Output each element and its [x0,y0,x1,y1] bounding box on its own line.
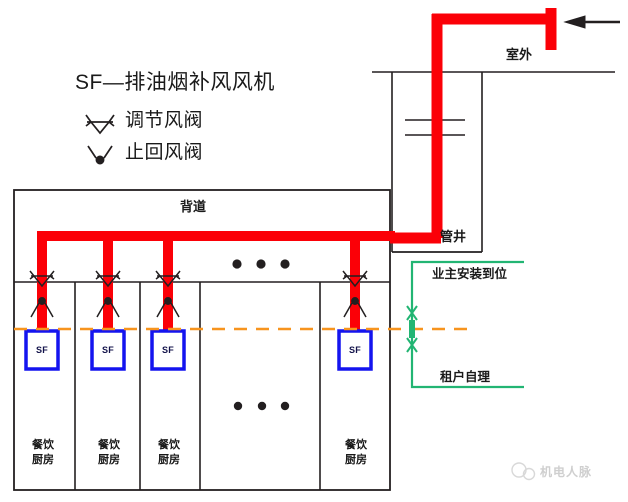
room-label-5: 餐饮厨房 [345,439,367,466]
room-label-1: 餐饮厨房 [32,439,54,466]
ellipsis-dot [232,259,242,269]
watermark-logo-icon [511,462,536,481]
fan-box-4 [337,329,373,371]
outdoor-air-arrow [563,15,620,29]
fan-box-1 [24,329,60,371]
damper-icon-3 [155,270,181,288]
arrow-head [563,15,586,29]
room-label-2: 餐饮厨房 [98,439,120,466]
label-owner-scope: 业主安装到位 [432,267,508,281]
legend-item-damper-label: 调节风阀 [125,110,204,131]
damper-icon-1 [29,270,55,288]
damper-symbols [29,270,368,288]
label-tenant-scope: 租户自理 [440,370,491,384]
label-corridor: 背道 [180,199,207,214]
legend-symbols [85,114,115,165]
ellipsis-rooms [233,401,290,411]
ellipsis-dot [256,259,266,269]
check-valve-icon-3 [156,297,180,318]
bracket-break-block [409,320,415,338]
legend-item-check-valve-label: 止回风阀 [125,142,204,163]
bracket-break-mark [406,305,418,353]
fan-label-1: SF [36,345,49,355]
damper-icon-2 [95,270,121,288]
ellipsis-dot [233,401,243,411]
ellipsis-corridor [232,259,290,269]
exhaust-duct-network [390,8,557,244]
legend-damper-icon [85,114,115,135]
watermark-text: 机电人脉 [540,465,593,479]
check-valve-symbols [30,297,367,318]
damper-icon-4 [342,270,368,288]
room-label-3: 餐饮厨房 [158,439,180,466]
ellipsis-dot [280,401,290,411]
scope-bracket [406,260,524,389]
ellipsis-dot [280,259,290,269]
label-outdoor: 室外 [506,47,533,62]
building-outline [13,189,391,491]
check-valve-icon-2 [96,297,120,318]
ellipsis-dot [257,401,267,411]
architecture-outlines [13,71,615,491]
fan-label-3: SF [162,345,175,355]
supply-fan-boxes [24,329,373,371]
check-valve-icon-1 [30,297,54,318]
legend-check-valve-icon [87,145,113,165]
check-valve-icon-4 [343,297,367,318]
legend-title: SF—排油烟补风风机 [75,71,275,94]
fan-box-2 [90,329,126,371]
label-shaft: 管井 [440,229,467,244]
corridor-duct-mains [37,231,395,333]
fan-label-2: SF [102,345,115,355]
fan-box-3 [150,329,186,371]
fan-label-4: SF [349,345,362,355]
